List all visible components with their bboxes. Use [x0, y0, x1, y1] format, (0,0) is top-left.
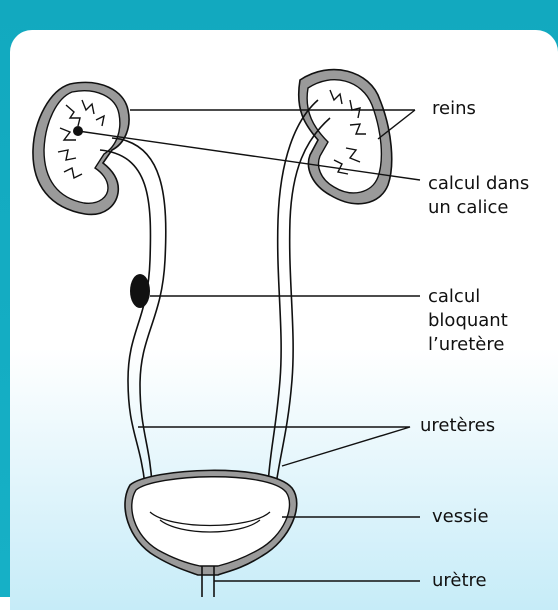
label-calcul-uretere-1: calcul [428, 285, 480, 309]
label-reins: reins [432, 97, 476, 121]
stone-in-ureter [130, 274, 150, 308]
left-kidney [33, 82, 129, 214]
label-vessie: vessie [432, 505, 489, 529]
bladder [125, 470, 297, 575]
label-calcul-uretere-2: bloquant [428, 309, 508, 333]
label-ureteres: uretères [420, 414, 495, 438]
label-calcul-calice-1: calcul dans [428, 172, 529, 196]
label-calcul-calice-2: un calice [428, 196, 508, 220]
label-calcul-uretere-3: l’uretère [428, 333, 504, 357]
label-uretre: urètre [432, 569, 487, 593]
